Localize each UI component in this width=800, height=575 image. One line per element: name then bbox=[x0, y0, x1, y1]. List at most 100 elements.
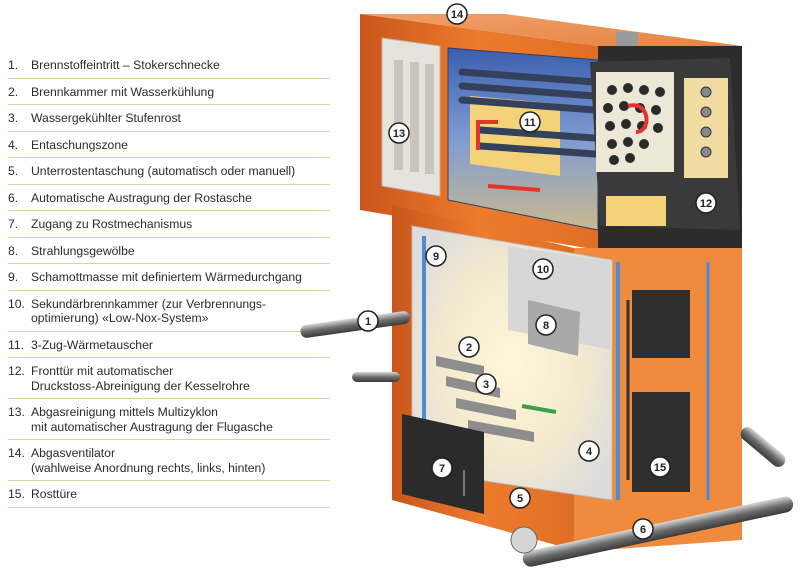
legend-number: 1. bbox=[8, 58, 19, 72]
legend-number: 2. bbox=[8, 84, 19, 99]
heat-exchanger-tube bbox=[476, 126, 599, 142]
flue-gas-arrow bbox=[487, 184, 541, 192]
upper-front-door bbox=[632, 290, 690, 358]
legend-number: 9. bbox=[8, 270, 19, 284]
callout-10: 10 bbox=[532, 258, 554, 280]
heat-exchanger-tube bbox=[458, 68, 599, 86]
callout-6: 6 bbox=[632, 518, 654, 540]
callout-12: 12 bbox=[695, 192, 717, 214]
legend-number: 15. bbox=[8, 487, 25, 501]
legend-item: 4. Entaschungszone bbox=[8, 132, 330, 158]
callout-label: 3 bbox=[483, 379, 489, 391]
heat-exchanger-tube bbox=[476, 142, 599, 158]
callout-3: 3 bbox=[475, 373, 497, 395]
callout-15: 15 bbox=[649, 456, 671, 478]
legend-text-continued: (wahlweise Anordnung rechts, links, hint… bbox=[31, 460, 266, 475]
callout-2: 2 bbox=[458, 336, 480, 358]
ash-discharge-screw bbox=[522, 496, 794, 567]
callout-13: 13 bbox=[388, 122, 410, 144]
ash-collector bbox=[606, 196, 666, 226]
legend-text: Automatische Austragung der Rostasche bbox=[31, 190, 252, 205]
callout-label: 5 bbox=[517, 493, 523, 505]
callout-11: 11 bbox=[519, 111, 541, 133]
legend-text-continued: Druckstoss-Abreinigung der Kesselrohre bbox=[31, 378, 250, 393]
callout-label: 2 bbox=[466, 342, 472, 354]
legend-text: Strahlungsgewölbe bbox=[31, 243, 135, 258]
legend-item: 6. Automatische Austragung der Rostasche bbox=[8, 185, 330, 211]
callout-label: 12 bbox=[700, 198, 712, 210]
grate-movement-arrow bbox=[521, 404, 557, 414]
legend-number: 10. bbox=[8, 296, 25, 311]
cleaning-valves bbox=[700, 86, 712, 158]
legend-number: 6. bbox=[8, 190, 19, 205]
legend-item: 3. Wassergekühlter Stufenrost bbox=[8, 105, 330, 132]
cyclone-tube bbox=[410, 62, 419, 172]
legend-item: 15. Rosttüre bbox=[8, 481, 330, 508]
legend-item: 5. Unterrostentaschung (automatisch oder … bbox=[8, 158, 330, 185]
legend-number: 14. bbox=[8, 446, 25, 460]
grate-drive-shaft bbox=[352, 372, 400, 382]
callout-8: 8 bbox=[535, 314, 557, 336]
cyclone-tube bbox=[394, 60, 403, 170]
heat-exchanger-tube bbox=[458, 96, 599, 114]
legend-text-continued: mit automatischer Austragung der Flugasc… bbox=[31, 419, 273, 434]
legend-list: 1. Brennstoffeintritt – Stokerschnecke 2.… bbox=[0, 52, 335, 508]
legend-number: 3. bbox=[8, 111, 19, 125]
callout-label: 7 bbox=[439, 463, 445, 475]
callout-4: 4 bbox=[578, 440, 600, 462]
legend-number: 7. bbox=[8, 217, 19, 231]
legend-item: 1. Brennstoffeintritt – Stokerschnecke bbox=[8, 52, 330, 79]
legend-text: Brennkammer mit Wasserkühlung bbox=[31, 84, 215, 99]
legend-number: 13. bbox=[8, 405, 25, 419]
callout-label: 4 bbox=[586, 446, 593, 458]
callout-label: 1 bbox=[365, 316, 371, 328]
legend-text: Entaschungszone bbox=[31, 137, 128, 152]
callout-1: 1 bbox=[357, 310, 379, 332]
augers bbox=[300, 311, 794, 567]
lower-housing bbox=[392, 205, 742, 552]
stoker-screw bbox=[300, 311, 410, 338]
legend-text: Fronttür mit automatischer bbox=[31, 364, 174, 378]
flue-gas-arrow bbox=[476, 120, 498, 150]
callout-7: 7 bbox=[431, 457, 453, 479]
legend-text: Wassergekühlter Stufenrost bbox=[31, 111, 181, 125]
callout-label: 9 bbox=[433, 251, 439, 263]
callout-5: 5 bbox=[509, 487, 531, 509]
screw-end-cap bbox=[510, 526, 538, 554]
legend-item: 7. Zugang zu Rostmechanismus bbox=[8, 211, 330, 238]
legend-item: 9. Schamottmasse mit definiertem Wärmedur… bbox=[8, 264, 330, 291]
legend-text: Sekundärbrennkammer (zur Verbrennungs- bbox=[31, 296, 267, 311]
callout-label: 10 bbox=[537, 264, 549, 276]
legend-item: 11. 3-Zug-Wärmetauscher bbox=[8, 332, 330, 358]
legend-text: Brennstoffeintritt – Stokerschnecke bbox=[31, 58, 220, 72]
legend-number: 12. bbox=[8, 364, 25, 378]
ash-discharge-screw-upper bbox=[740, 427, 786, 467]
callout-label: 8 bbox=[543, 320, 549, 332]
heat-exchanger-tube bbox=[458, 82, 599, 100]
legend-text: Abgasreinigung mittels Multizyklon bbox=[31, 405, 218, 419]
legend-text: Rosttüre bbox=[31, 487, 78, 501]
legend-item: 8. Strahlungsgewölbe bbox=[8, 238, 330, 264]
callout-label: 6 bbox=[640, 524, 646, 536]
legend-number: 8. bbox=[8, 243, 19, 258]
callout-label: 11 bbox=[524, 117, 536, 129]
legend-item: 2. Brennkammer mit Wasserkühlung bbox=[8, 79, 330, 105]
cyclone-tube bbox=[425, 64, 434, 174]
legend-number: 4. bbox=[8, 137, 19, 152]
legend-number: 11. bbox=[8, 337, 25, 352]
legend-text: Schamottmasse mit definiertem Wärmedurch… bbox=[31, 270, 302, 284]
callout-14: 14 bbox=[446, 3, 468, 25]
legend-text: Zugang zu Rostmechanismus bbox=[31, 217, 193, 231]
legend-number: 5. bbox=[8, 164, 19, 178]
legend-text-continued: optimierung) «Low-Nox-System» bbox=[31, 311, 209, 325]
callouts: 1 2 3 4 5 6 7 8 9 10 11 12 13 14 15 bbox=[357, 3, 717, 540]
legend-text: Abgasventilator bbox=[31, 446, 116, 460]
legend-text: 3-Zug-Wärmetauscher bbox=[31, 337, 153, 352]
legend-text: Unterrostentaschung (automatisch oder ma… bbox=[31, 164, 296, 178]
callout-label: 13 bbox=[393, 128, 405, 140]
flue-gas-arrow bbox=[627, 103, 649, 134]
step-grate bbox=[436, 356, 534, 442]
